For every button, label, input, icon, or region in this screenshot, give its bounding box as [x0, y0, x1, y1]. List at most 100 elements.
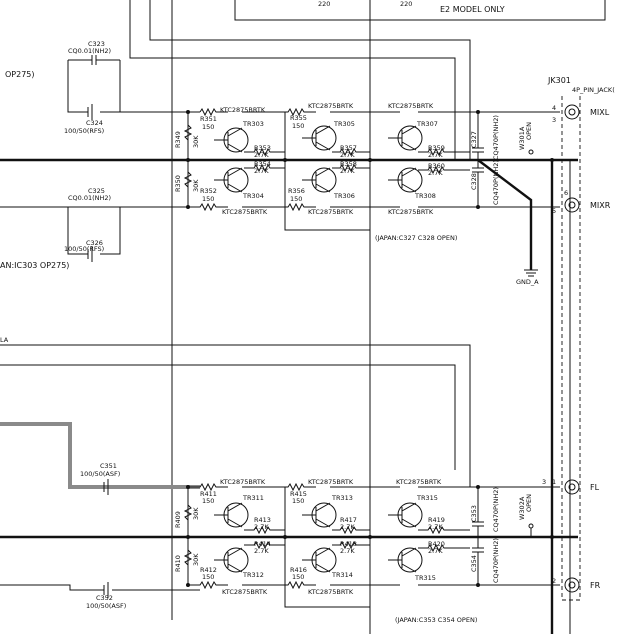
c327-value: CQ470P(NH2) — [492, 115, 500, 160]
r354-label: R354 — [254, 160, 271, 168]
r414-value: 2.7K — [254, 547, 269, 555]
jack-pin-3b: 3 — [542, 478, 546, 486]
ic303-note: AN:IC303 OP275) — [0, 261, 69, 270]
jack-pin-3a: 3 — [552, 116, 556, 124]
upper-circuit: C323 CQ0.01(NH2) OP275) C324 100/50(RFS)… — [0, 40, 578, 286]
r418-value: 2.7K — [340, 547, 355, 555]
tr307-label: TR307 — [416, 120, 438, 128]
jack-part: 4P_PIN_JACK( — [572, 86, 615, 94]
c354-value: CQ470P(NH2) — [492, 538, 500, 583]
r415-value: 150 — [292, 497, 304, 505]
c354-label: C354 — [470, 555, 478, 572]
junction-dots — [186, 110, 554, 587]
r353-label: R353 — [254, 144, 271, 152]
tr315a-label: TR315 — [416, 494, 438, 502]
jack-pin-2: 2 — [552, 577, 556, 585]
tr-type-top-1: KTC2875BRTK — [220, 106, 266, 114]
jack-pin-5: 5 — [552, 207, 556, 215]
tr306-label: TR306 — [333, 192, 355, 200]
r355-label: R355 — [290, 114, 307, 122]
c324-label: C324 — [86, 119, 103, 127]
jack-pin-6: 6 — [564, 189, 568, 197]
r350-label: R350 — [174, 175, 182, 192]
r411-label: R411 — [200, 490, 217, 498]
r350-value: 30K — [192, 179, 200, 192]
c352-label: C352 — [96, 594, 113, 602]
c323-value: CQ0.01(NH2) — [68, 47, 111, 55]
r409-value: 30K — [192, 507, 200, 520]
r357-label: R357 — [340, 144, 357, 152]
tr-type-top-2: KTC2875BRTK — [308, 102, 354, 110]
w302a-state: OPEN — [525, 494, 533, 512]
r412-value: 150 — [202, 573, 214, 581]
middle-lines: LA — [0, 336, 471, 489]
op275-left-label: OP275) — [5, 70, 35, 79]
c326-label: C326 — [86, 239, 103, 247]
jack-mixr: MIXR — [590, 201, 611, 210]
r360-value: 2.7K — [428, 169, 443, 177]
tr314-label: TR314 — [331, 571, 353, 579]
tr-type-bot-1: KTC2875BRTK — [222, 208, 268, 216]
r360-label: R360 — [428, 162, 445, 170]
header-res-right: 220 — [400, 0, 412, 8]
la-label: LA — [0, 336, 9, 344]
header-res-left: 220 — [318, 0, 330, 8]
r349-label: R349 — [174, 131, 182, 148]
w301a-label: W301A — [518, 126, 526, 150]
c327-label: C327 — [470, 131, 478, 148]
tr313-label: TR313 — [331, 494, 353, 502]
gnd-label: GND_A — [516, 278, 539, 286]
r419-label: R419 — [428, 516, 445, 524]
header-box: 220 220 E2 MODEL ONLY — [234, 0, 606, 21]
r411-value: 150 — [202, 497, 214, 505]
jack-pin-1: 1 — [552, 478, 556, 486]
r355-value: 150 — [292, 122, 304, 130]
r353-value: 2.7K — [254, 151, 269, 159]
r357-value: 2.7K — [340, 151, 355, 159]
tr303-label: TR303 — [242, 120, 264, 128]
c325-value: CQ0.01(NH2) — [68, 194, 111, 202]
r349-value: 30K — [192, 135, 200, 148]
r359-label: R359 — [428, 144, 445, 152]
c326-value: 100/50(RFS) — [64, 245, 104, 253]
tr304-label: TR304 — [242, 192, 264, 200]
r358-value: 2.7K — [340, 167, 355, 175]
jack-ref: JK301 — [547, 76, 571, 85]
r358-label: R358 — [340, 160, 357, 168]
tr-type-lower-top-1: KTC2875BRTK — [220, 478, 266, 486]
tr315b-label: TR315 — [414, 574, 436, 582]
jack-fr: FR — [590, 581, 601, 590]
tr-type-lower-top-2: KTC2875BRTK — [308, 478, 354, 486]
c323-label: C323 — [88, 40, 105, 48]
jack-pin-4: 4 — [552, 104, 556, 112]
c353-value: CQ470P(NH2) — [492, 487, 500, 532]
lower-japan-note: (JAPAN:C353 C354 OPEN) — [395, 616, 477, 624]
c351-label: C351 — [100, 462, 117, 470]
tr-type-bot-2: KTC2875BRTK — [308, 208, 354, 216]
r352-label: R352 — [200, 187, 217, 195]
r415-label: R415 — [290, 490, 307, 498]
jack-mixl: MIXL — [590, 108, 610, 117]
tr-type-lower-bot-1: KTC2875BRTK — [222, 588, 268, 596]
r420-value: 2.7K — [428, 547, 443, 555]
r351-value: 150 — [202, 123, 214, 131]
r413-label: R413 — [254, 516, 271, 524]
c328-label: C328 — [470, 173, 478, 190]
tr-type-lower-bot-2: KTC2875BRTK — [308, 588, 354, 596]
top-feed-lines — [129, 0, 471, 634]
r351-label: R351 — [200, 115, 217, 123]
r356-value: 150 — [290, 195, 302, 203]
r352-value: 150 — [202, 195, 214, 203]
r410-label: R410 — [174, 555, 182, 572]
r359-value: 2.7K — [428, 151, 443, 159]
r416-label: R416 — [290, 566, 307, 574]
tr311-label: TR311 — [242, 494, 264, 502]
jack-block: JK301 4P_PIN_JACK( MIXL 4 3 MIXR 6 5 FL … — [542, 76, 615, 634]
header-model-note: E2 MODEL ONLY — [440, 5, 505, 14]
c352-value: 100/50(ASF) — [86, 602, 126, 610]
r420-label: R420 — [428, 540, 445, 548]
tr-type-bot-3: KTC2875BRTK — [388, 208, 434, 216]
r412-label: R412 — [200, 566, 217, 574]
tr-type-lower-top-3: KTC2875BRTK — [396, 478, 442, 486]
